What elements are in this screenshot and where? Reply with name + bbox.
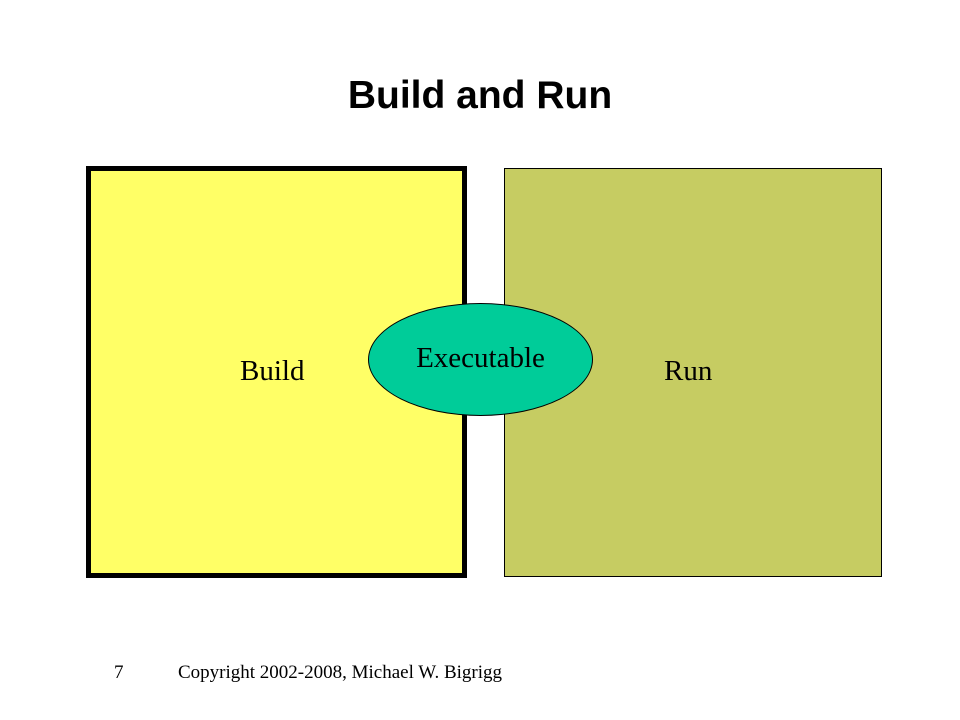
run-label: Run bbox=[664, 355, 713, 387]
slide-title: Build and Run bbox=[347, 74, 613, 117]
executable-ellipse bbox=[368, 303, 593, 416]
copyright-text: Copyright 2002-2008, Michael W. Bigrigg bbox=[178, 662, 503, 683]
build-label: Build bbox=[240, 355, 305, 387]
page-number: 7 bbox=[114, 662, 124, 683]
executable-label: Executable bbox=[416, 342, 545, 374]
